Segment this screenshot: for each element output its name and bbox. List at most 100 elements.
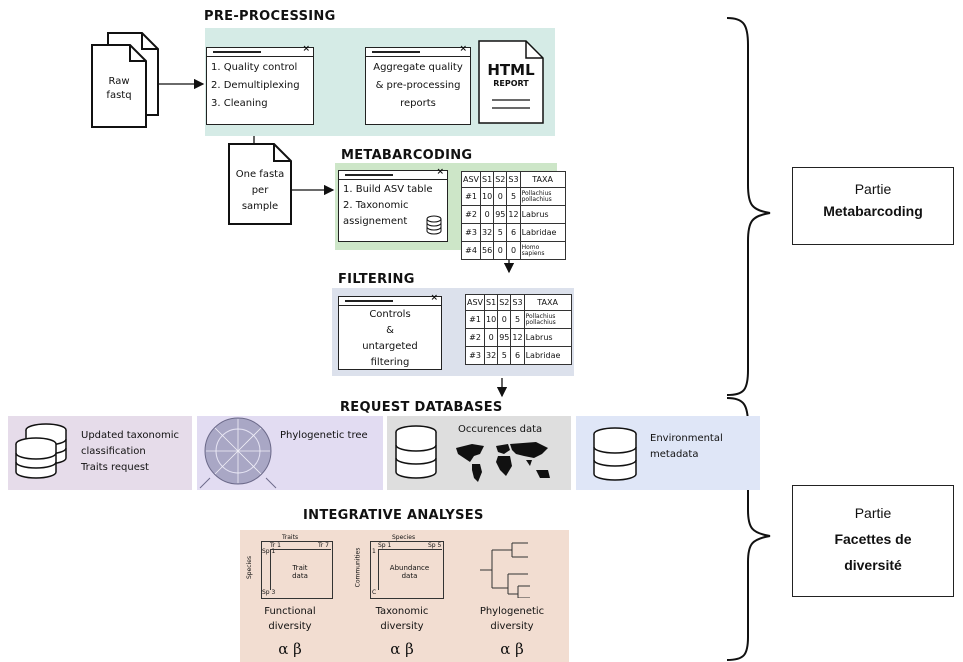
matrix-col-label: Sp 5 <box>428 542 442 549</box>
one-fasta-file-icon: One fasta per sample <box>228 143 292 225</box>
table-cell: 0 <box>480 205 495 224</box>
taxo-line-3: Traits request <box>81 462 149 473</box>
table-header: TAXA <box>523 294 572 311</box>
asv-table-metabarcoding: ASV S1 S2 S3 TAXA #1 10 0 5 Pollachius p… <box>460 171 566 260</box>
filtering-title: FILTERING <box>338 272 415 287</box>
fasta-line-3: sample <box>241 201 279 212</box>
table-cell: 0 <box>484 328 499 347</box>
partie-label: Partie <box>854 505 892 521</box>
matrix-row-label: C <box>372 589 377 596</box>
table-cell: Labridae <box>523 346 572 365</box>
preprocessing-title: PRE-PROCESSING <box>204 9 336 24</box>
taxonomic-diversity-label: diversity <box>380 621 424 632</box>
functional-label: Functional <box>264 606 316 617</box>
untargeted-text: untargeted <box>362 341 418 352</box>
table-cell: 10 <box>480 187 495 206</box>
filtering-window: × Controls & untargeted filtering <box>338 293 442 370</box>
facettes-label: Facettes de <box>834 531 912 547</box>
filtering-text: filtering <box>370 357 410 368</box>
report-word-text: REPORT <box>493 79 529 88</box>
integrative-analyses-title: INTEGRATIVE ANALYSES <box>303 508 484 523</box>
table-header: S1 <box>484 294 499 311</box>
partie-label: Partie <box>854 181 892 197</box>
table-cell: 5 <box>510 310 525 329</box>
table-cell: 95 <box>497 328 512 347</box>
taxo-line-2: classification <box>81 446 146 457</box>
aggregate-line-1: Aggregate quality <box>373 62 463 73</box>
database-icon <box>593 427 637 481</box>
table-cell: Homo sapiens <box>519 241 566 260</box>
table-cell: 95 <box>493 205 508 224</box>
database-icon <box>426 215 442 235</box>
table-cell: #2 <box>460 205 482 224</box>
report-html-text: HTML <box>487 61 535 79</box>
matrix-col-label: Tr 1 <box>270 542 281 549</box>
taxonomic-step: 2. Taxonomic <box>343 200 409 211</box>
trait-matrix-box <box>261 541 333 599</box>
table-cell: Pollachius pollachius <box>523 310 572 329</box>
table-cell: #4 <box>460 241 482 260</box>
occurrences-label: Occurences data <box>458 424 543 435</box>
table-header: ASV <box>464 294 486 311</box>
table-cell: Labridae <box>519 223 566 242</box>
table-header: ASV <box>460 171 482 188</box>
metabarcoding-title: METABARCODING <box>341 148 473 163</box>
aggregate-line-3: reports <box>400 98 436 109</box>
table-cell: Labrus <box>519 205 566 224</box>
world-map-icon <box>456 442 550 482</box>
table-cell: 0 <box>506 241 521 260</box>
alpha-beta-functional: α β <box>278 640 302 658</box>
controls-text: Controls <box>369 309 411 320</box>
env-line-1: Environmental <box>650 433 723 444</box>
table-cell: 5 <box>493 223 508 242</box>
trait-data-label-2: data <box>292 572 308 580</box>
step-demultiplexing: 2. Demultiplexing <box>211 80 300 91</box>
abundance-matrix: Species Communities Sp 1 Sp 5 1 C Abunda… <box>354 534 446 599</box>
table-cell: #1 <box>460 187 482 206</box>
fastq-label: fastq <box>106 90 132 101</box>
trait-data-label: Trait <box>292 564 308 572</box>
alpha-beta-taxonomic: α β <box>390 640 414 658</box>
alpha-beta-phylogenetic: α β <box>500 640 524 658</box>
table-cell: 32 <box>480 223 495 242</box>
close-icon: × <box>459 44 467 54</box>
table-cell: 0 <box>497 310 512 329</box>
table-header: S3 <box>506 171 521 188</box>
metabarcoding-window: × 1. Build ASV table 2. Taxonomic assign… <box>338 167 448 242</box>
table-cell: 5 <box>506 187 521 206</box>
partie-metabarcoding-box: Partie Metabarcoding <box>792 167 954 245</box>
raw-label: Raw <box>108 76 130 87</box>
matrix-row-label: Sp 3 <box>262 589 276 596</box>
fasta-line-2: per <box>251 185 269 196</box>
database-stack-icon <box>15 423 67 479</box>
close-icon: × <box>430 293 438 303</box>
taxonomic-label: Taxonomic <box>375 606 429 617</box>
table-cell: #1 <box>464 310 486 329</box>
aggregate-line-2: & pre-processing <box>375 80 461 91</box>
table-cell: 5 <box>497 346 512 365</box>
step-quality-control: 1. Quality control <box>211 62 298 73</box>
abundance-data-label-2: data <box>401 572 418 580</box>
taxo-line-1: Updated taxonomic <box>81 430 179 441</box>
brace-facettes <box>726 397 771 661</box>
close-icon: × <box>436 167 444 177</box>
build-asv-step: 1. Build ASV table <box>343 184 433 195</box>
request-databases-title: REQUEST DATABASES <box>340 400 503 415</box>
table-cell: 10 <box>484 310 499 329</box>
table-cell: 12 <box>510 328 525 347</box>
phylogenetic-tree-label: Phylogenetic tree <box>280 430 368 441</box>
database-icon <box>395 425 437 479</box>
partie-facettes-box: Partie Facettes de diversité <box>792 485 954 597</box>
html-report-icon: HTML REPORT <box>478 40 544 124</box>
matrix-col-label: Tr 7 <box>318 542 329 549</box>
close-icon: × <box>302 44 310 54</box>
table-header: S1 <box>480 171 495 188</box>
abundance-data-label: Abundance <box>389 564 430 572</box>
table-cell: 0 <box>493 241 508 260</box>
step-cleaning: 3. Cleaning <box>211 98 268 109</box>
traits-axis-label: Traits <box>282 534 299 541</box>
table-cell: 56 <box>480 241 495 260</box>
table-cell: 32 <box>484 346 499 365</box>
aggregate-window: × Aggregate quality & pre-processing rep… <box>365 44 471 125</box>
table-cell: #3 <box>460 223 482 242</box>
